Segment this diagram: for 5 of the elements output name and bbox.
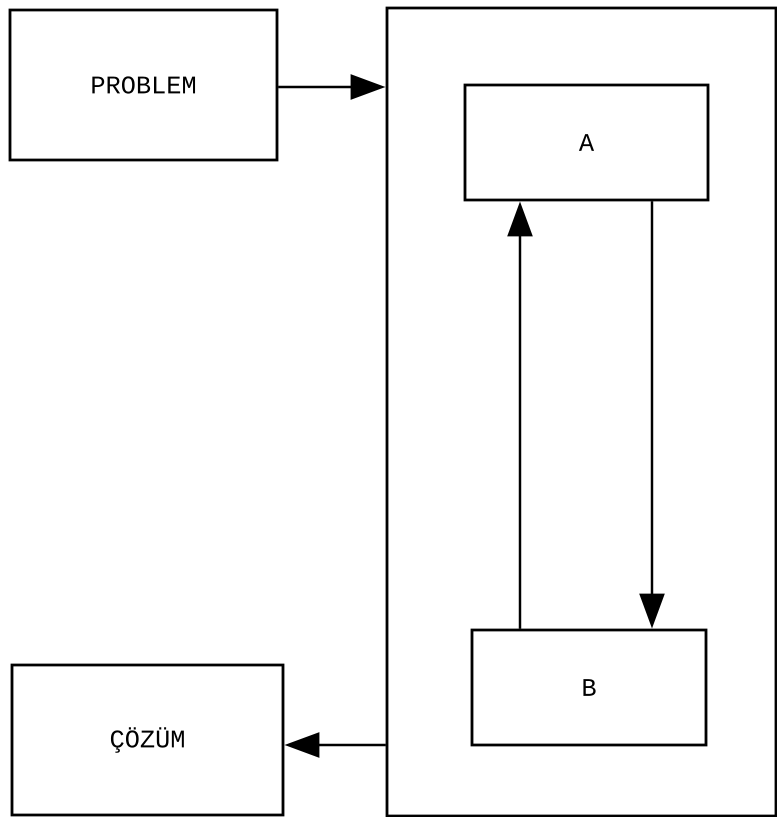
container-box	[386, 6, 777, 817]
process-box: A	[464, 84, 710, 202]
process-box: B	[470, 628, 708, 746]
process-box: ÇÖZÜM	[10, 664, 284, 816]
process-box: PROBLEM	[8, 8, 278, 162]
